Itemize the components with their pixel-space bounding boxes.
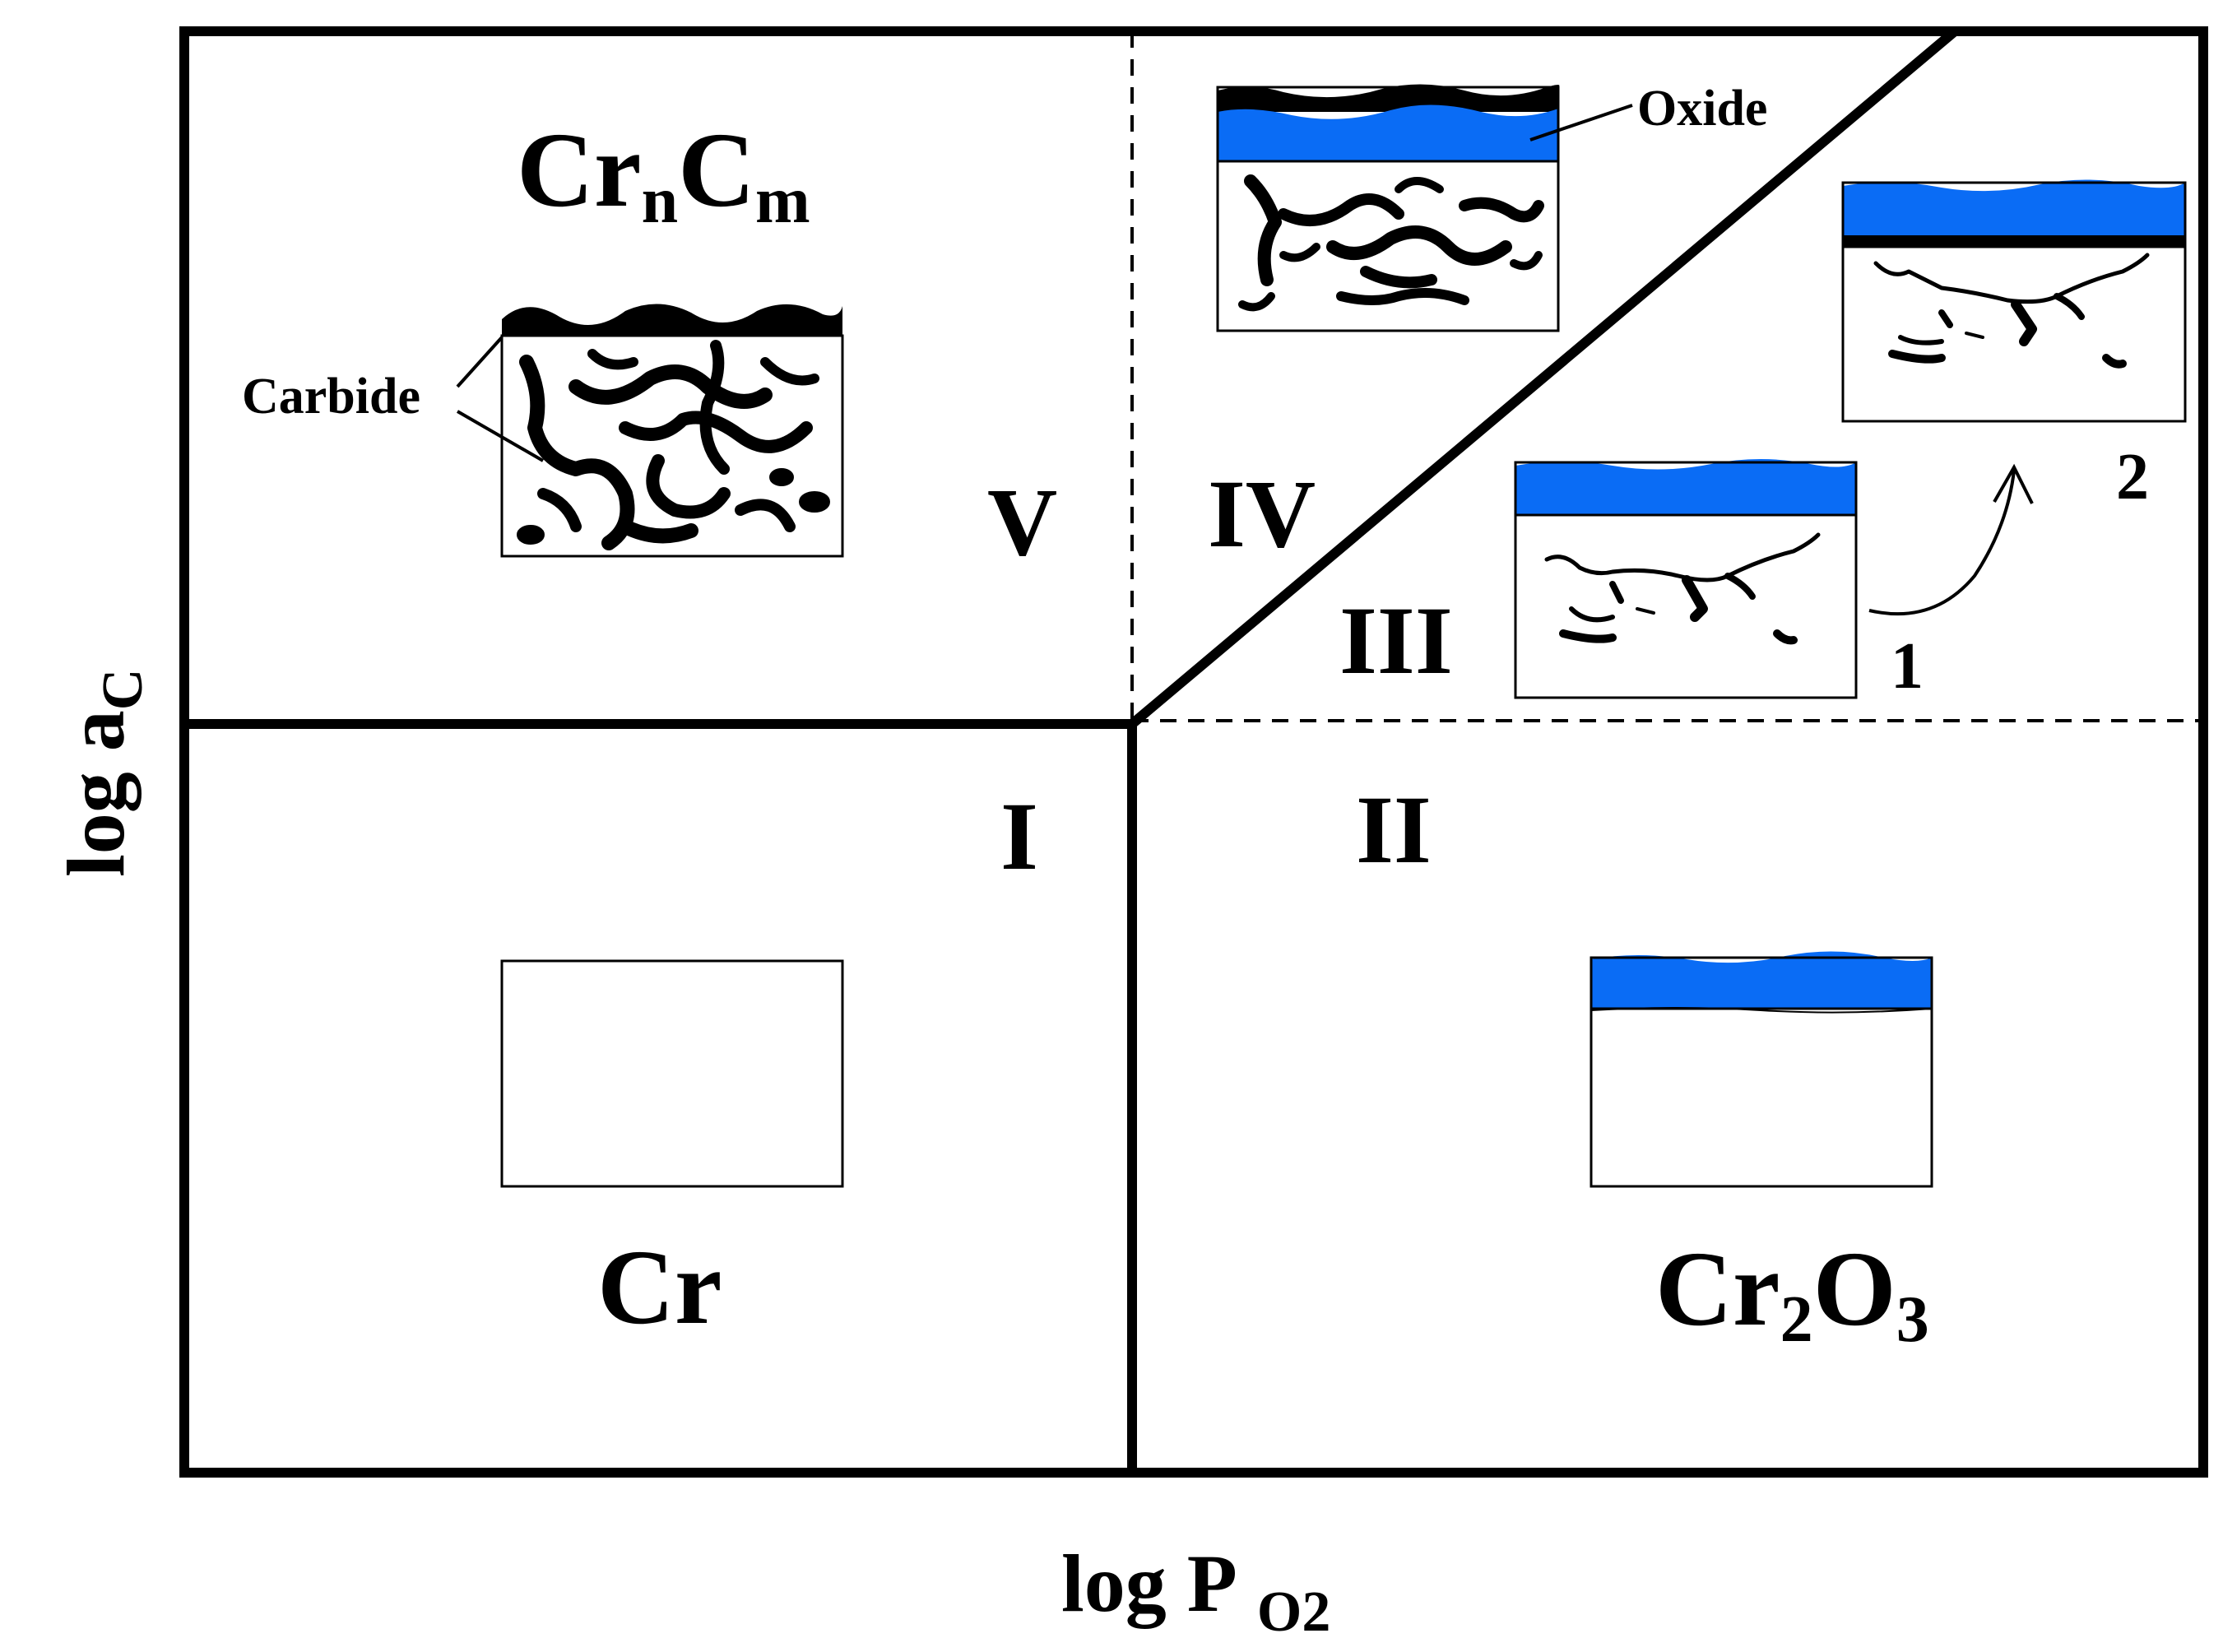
y-axis-label: log aC <box>50 669 155 877</box>
region-label-iv: IV <box>1208 460 1316 568</box>
oxide-leader <box>1529 104 1633 142</box>
arrow-head-icon <box>1993 463 2034 504</box>
metal-sample <box>500 959 844 1188</box>
oxide-sample <box>1590 951 1933 1188</box>
carbide-leader-1 <box>456 336 504 388</box>
region-label-iii: III <box>1339 587 1453 694</box>
transformation-arrow <box>1868 470 2016 616</box>
oxide-phase-label: Cr2O3 <box>1655 1230 1929 1356</box>
region-label-i: I <box>1000 782 1038 890</box>
stage-1-sample <box>1514 459 1858 699</box>
oxide-carbide-sample <box>1216 84 1560 332</box>
carbide-leader-2 <box>457 410 544 462</box>
outer-frame <box>179 26 2208 1478</box>
carbide-sample <box>500 304 844 558</box>
carbide-phase-label: CrnCm <box>517 111 810 237</box>
region-label-ii: II <box>1356 776 1432 884</box>
region-label-v: V <box>987 468 1057 576</box>
metal-phase-label: Cr <box>597 1228 722 1347</box>
oxide-callout: Oxide <box>1637 81 1767 137</box>
stage-1-label: 1 <box>1891 630 1924 703</box>
boundary-diagonal <box>1129 27 1958 728</box>
carbide-callout: Carbide <box>242 369 420 425</box>
stage-2-label: 2 <box>2116 441 2149 513</box>
stage-2-sample <box>1841 179 2187 423</box>
